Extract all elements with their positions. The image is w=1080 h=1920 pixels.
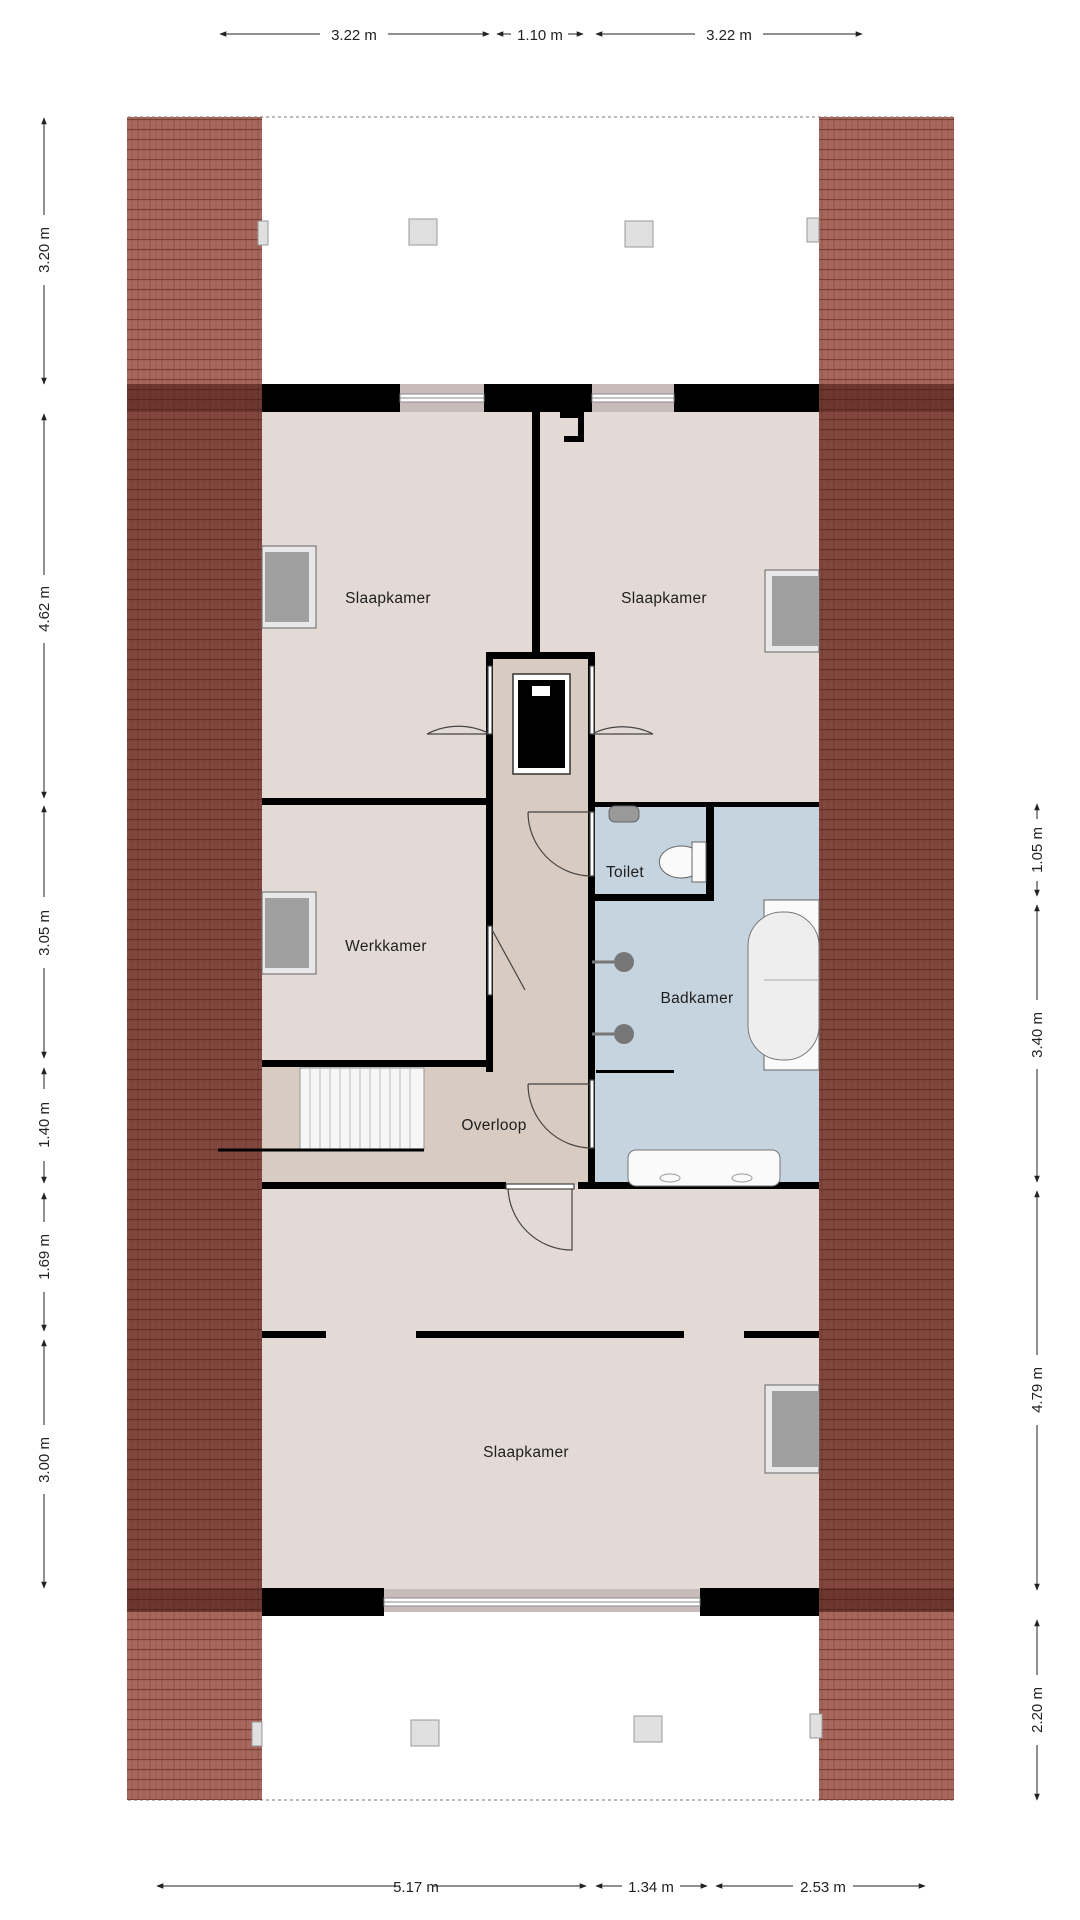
skylight bbox=[764, 1384, 820, 1474]
skylight bbox=[764, 569, 820, 653]
skylight bbox=[261, 545, 317, 629]
dimension-label: 2.53 m bbox=[800, 1879, 846, 1896]
roof-vent bbox=[624, 220, 654, 248]
dimension-label: 1.05 m bbox=[1029, 827, 1046, 873]
room-label-slaapkamer-left: Slaapkamer bbox=[345, 590, 431, 607]
dimension-label: 2.20 m bbox=[1029, 1687, 1046, 1733]
roof-vent bbox=[410, 1719, 440, 1747]
dimension-label: 3.40 m bbox=[1029, 1012, 1046, 1058]
roof-vent bbox=[806, 217, 820, 243]
dimension-label: 4.79 m bbox=[1029, 1367, 1046, 1413]
roof-area-bottom bbox=[128, 1612, 954, 1800]
vanity bbox=[627, 1149, 781, 1187]
door bbox=[426, 665, 654, 1251]
dimension-label: 1.40 m bbox=[36, 1102, 53, 1148]
dimension-label: 3.22 m bbox=[331, 27, 377, 44]
roof-vent bbox=[809, 1713, 823, 1739]
dimension-label: 3.22 m bbox=[706, 27, 752, 44]
roof-tiles-right bbox=[819, 117, 954, 1800]
floor-slaapkamer-bottom bbox=[262, 1185, 819, 1589]
roof-vent bbox=[408, 218, 438, 246]
dimension-label: 1.69 m bbox=[36, 1234, 53, 1280]
roof-area-top bbox=[128, 117, 954, 385]
room-label-werkkamer: Werkkamer bbox=[345, 938, 427, 955]
bathtub bbox=[747, 899, 820, 1071]
room-label-badkamer: Badkamer bbox=[660, 990, 733, 1007]
dimension-label: 3.00 m bbox=[36, 1437, 53, 1483]
roof-vent bbox=[633, 1715, 663, 1743]
dimension-label: 3.20 m bbox=[36, 227, 53, 273]
dimension-label: 5.17 m bbox=[393, 1879, 439, 1896]
room-label-overloop: Overloop bbox=[461, 1117, 526, 1134]
dimension-label: 3.05 m bbox=[36, 910, 53, 956]
room-label-slaapkamer-bottom: Slaapkamer bbox=[483, 1444, 569, 1461]
room-label-slaapkamer-right: Slaapkamer bbox=[621, 590, 707, 607]
room-label-toilet: Toilet bbox=[606, 864, 644, 881]
staircase bbox=[218, 1067, 425, 1152]
roof-tiles-left bbox=[127, 117, 262, 1800]
dimension-label: 4.62 m bbox=[36, 586, 53, 632]
roof-vent bbox=[251, 1721, 263, 1747]
skylight bbox=[261, 891, 317, 975]
window bbox=[383, 393, 701, 1607]
roof-vent bbox=[257, 220, 269, 246]
shower-fixture bbox=[592, 952, 634, 1044]
dimension-label: 1.10 m bbox=[517, 27, 563, 44]
dimension-label: 1.34 m bbox=[628, 1879, 674, 1896]
attic-hatch bbox=[512, 673, 571, 775]
toilet-fixture bbox=[608, 805, 707, 883]
